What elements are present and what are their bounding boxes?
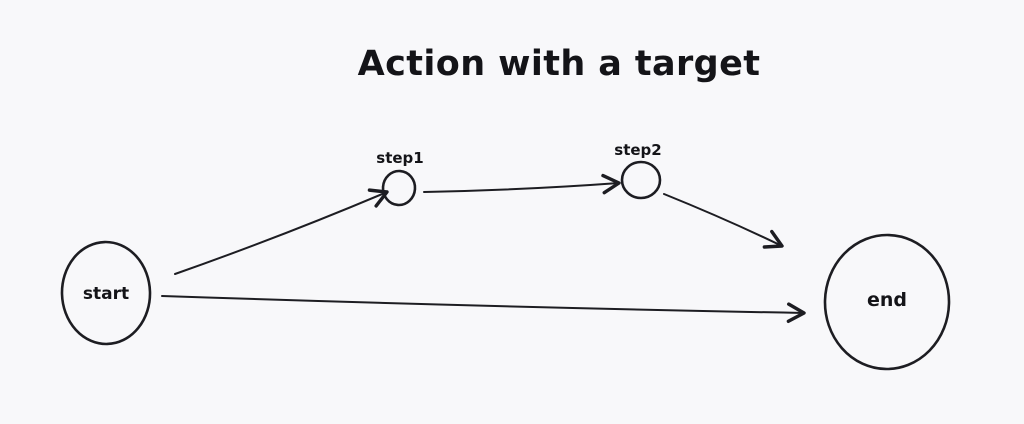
edge-start-step1: [174, 188, 389, 275]
edge-step2-end: [663, 193, 784, 249]
step1-node: [381, 169, 417, 207]
end-node-label: end: [867, 289, 907, 311]
step1-node-label: step1: [376, 149, 423, 167]
end-node: [823, 233, 951, 371]
start-node-label: start: [83, 284, 129, 304]
edge-step1-step2: [423, 173, 621, 195]
step2-node: [620, 160, 662, 200]
step2-node-label: step2: [614, 141, 661, 159]
edge-start-end: [161, 295, 806, 323]
diagram-title: Action with a target: [357, 44, 761, 84]
start-node: [60, 240, 152, 346]
